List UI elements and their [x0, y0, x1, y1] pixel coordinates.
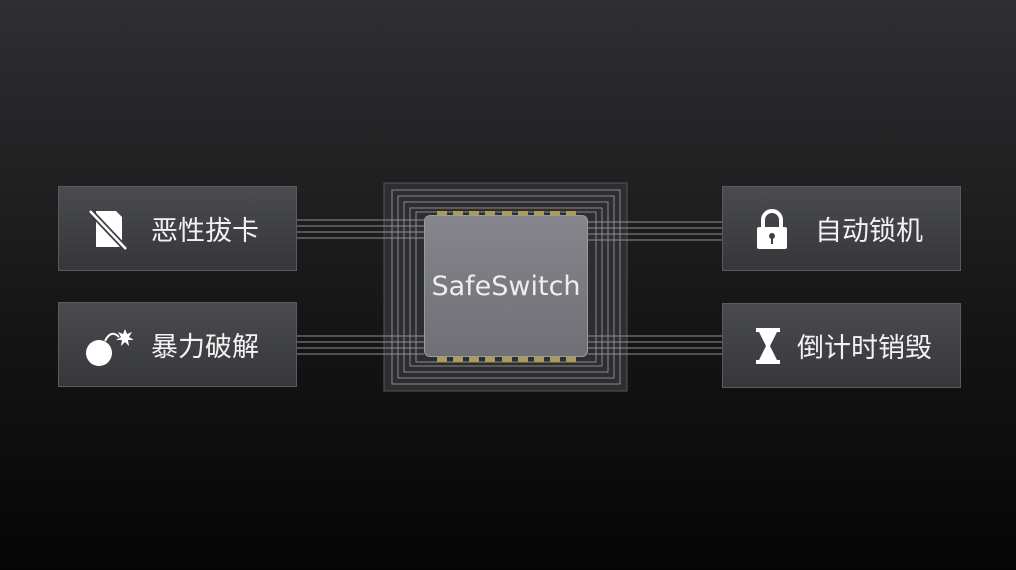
- threat-label: 暴力破解: [151, 332, 259, 363]
- lock-icon: [747, 204, 797, 254]
- response-countdown-destroy: 倒计时销毁: [722, 303, 961, 388]
- response-label: 自动锁机: [815, 216, 923, 247]
- chip-label: SafeSwitch: [431, 270, 581, 302]
- threat-malicious-card-removal: 恶性拔卡: [58, 186, 297, 271]
- threat-label: 恶性拔卡: [151, 216, 259, 247]
- no-sim-card-icon: [83, 204, 133, 254]
- threat-brute-force: 暴力破解: [58, 302, 297, 387]
- response-label: 倒计时销毁: [797, 333, 932, 364]
- safeswitch-chip: SafeSwitch: [424, 215, 588, 357]
- bomb-icon: [83, 320, 133, 370]
- chip-pads: [437, 211, 576, 362]
- response-auto-lock: 自动锁机: [722, 186, 961, 271]
- hourglass-icon: [743, 321, 793, 371]
